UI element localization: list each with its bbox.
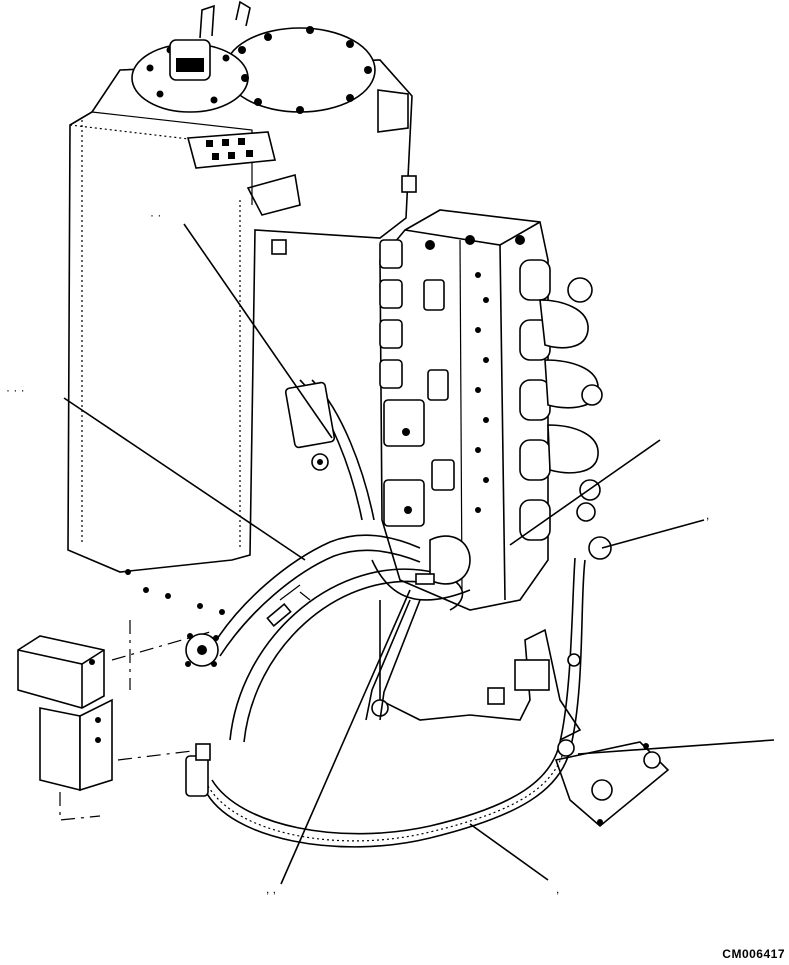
callout-mark-top: · · <box>150 208 162 222</box>
figure-reference-code: CM006417 <box>722 947 785 961</box>
callout-leaders <box>63 223 775 885</box>
callout-mark-right: , <box>706 508 710 522</box>
callout-mark-left: · · · <box>6 383 25 397</box>
hydraulic-tank <box>67 0 417 615</box>
hose-assembly <box>185 379 586 848</box>
callout-mark-bottom-left: , , <box>266 882 277 896</box>
callout-mark-bottom-right: , <box>556 882 560 896</box>
solenoid-valve <box>17 620 211 821</box>
mounting-plate <box>554 741 670 828</box>
control-valve <box>371 209 612 741</box>
